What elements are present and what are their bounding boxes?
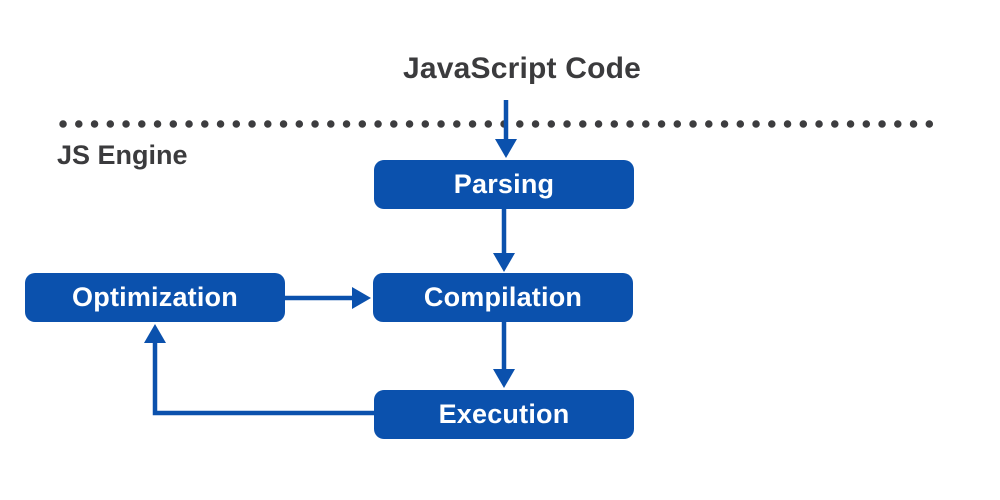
node-parsing: Parsing <box>374 160 634 209</box>
node-compilation: Compilation <box>373 273 633 322</box>
node-optimization-label: Optimization <box>72 282 238 312</box>
node-parsing-label: Parsing <box>453 169 555 199</box>
edge-optimization-to-compilation-arrowhead <box>352 287 371 309</box>
node-optimization: Optimization <box>25 273 285 322</box>
node-compilation-label: Compilation <box>423 282 583 312</box>
edge-compilation-to-execution-arrowhead <box>493 369 515 388</box>
edge-execution-to-optimization-line <box>152 340 374 416</box>
diagram-title: JavaScript Code <box>402 52 642 85</box>
edge-code-to-parsing-arrowhead <box>495 139 517 158</box>
node-execution-label: Execution <box>438 399 570 429</box>
js-engine-label: JS Engine <box>57 140 188 170</box>
edge-execution-to-optimization-arrowhead <box>144 324 166 343</box>
edge-parsing-to-compilation-arrowhead <box>493 253 515 272</box>
node-execution: Execution <box>374 390 634 439</box>
